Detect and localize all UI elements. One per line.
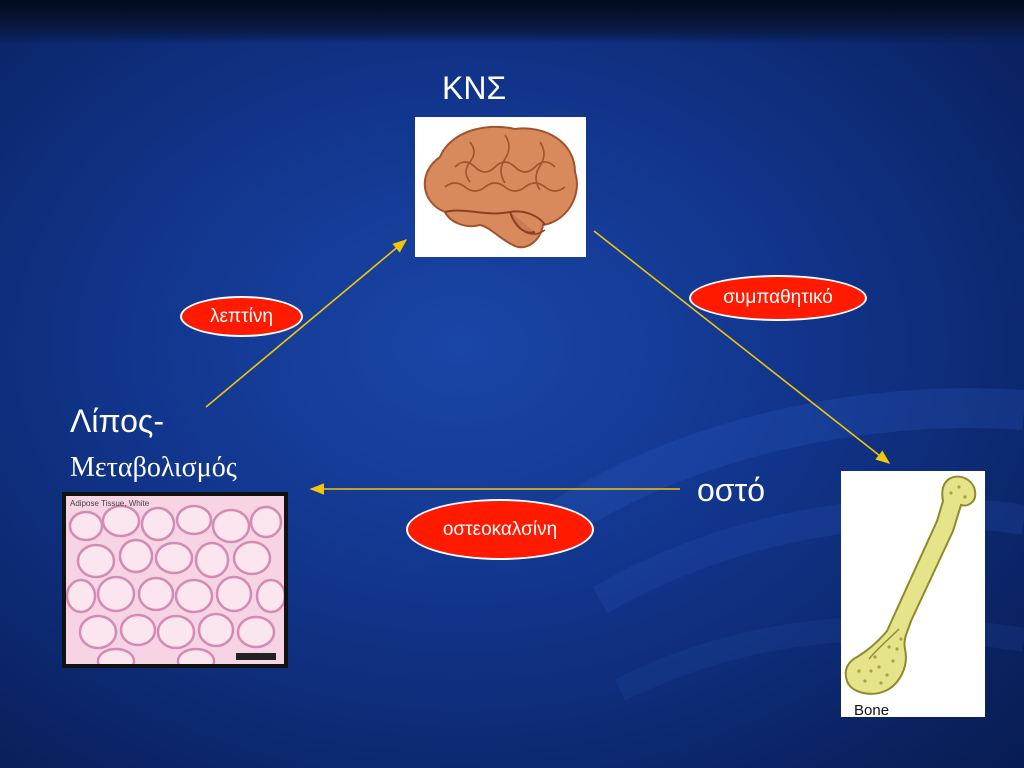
osteocalcin-pill: οστεοκαλσίνη: [406, 499, 594, 560]
arrow-fat-to-cns: [205, 239, 408, 408]
leptin-pill: λεπτίνη: [180, 296, 303, 337]
femur-icon: [844, 475, 977, 695]
cns-label: ΚΝΣ: [442, 70, 507, 106]
sympathetic-label: συμπαθητικό: [723, 287, 833, 308]
brain-icon: [423, 125, 578, 249]
adipose-tissue-image: Adipose Tissue, White: [62, 492, 288, 668]
bone-label: οστό: [697, 472, 765, 508]
top-band: [0, 0, 1024, 44]
bone-image: Bone: [841, 471, 985, 717]
fat-label-line2: Μεταβολισμός: [70, 452, 237, 483]
arrow-cns-to-bone: [593, 230, 891, 464]
fat-label-line1: Λίπος-: [70, 403, 164, 439]
adipose-cells-icon: [66, 504, 284, 664]
adipose-caption: Adipose Tissue, White: [70, 499, 150, 508]
sympathetic-pill: συμπαθητικό: [689, 275, 867, 321]
leptin-label: λεπτίνη: [210, 305, 273, 327]
osteocalcin-label: οστεοκαλσίνη: [442, 518, 558, 540]
bone-caption: Bone: [854, 702, 890, 717]
brain-image: [415, 117, 586, 257]
